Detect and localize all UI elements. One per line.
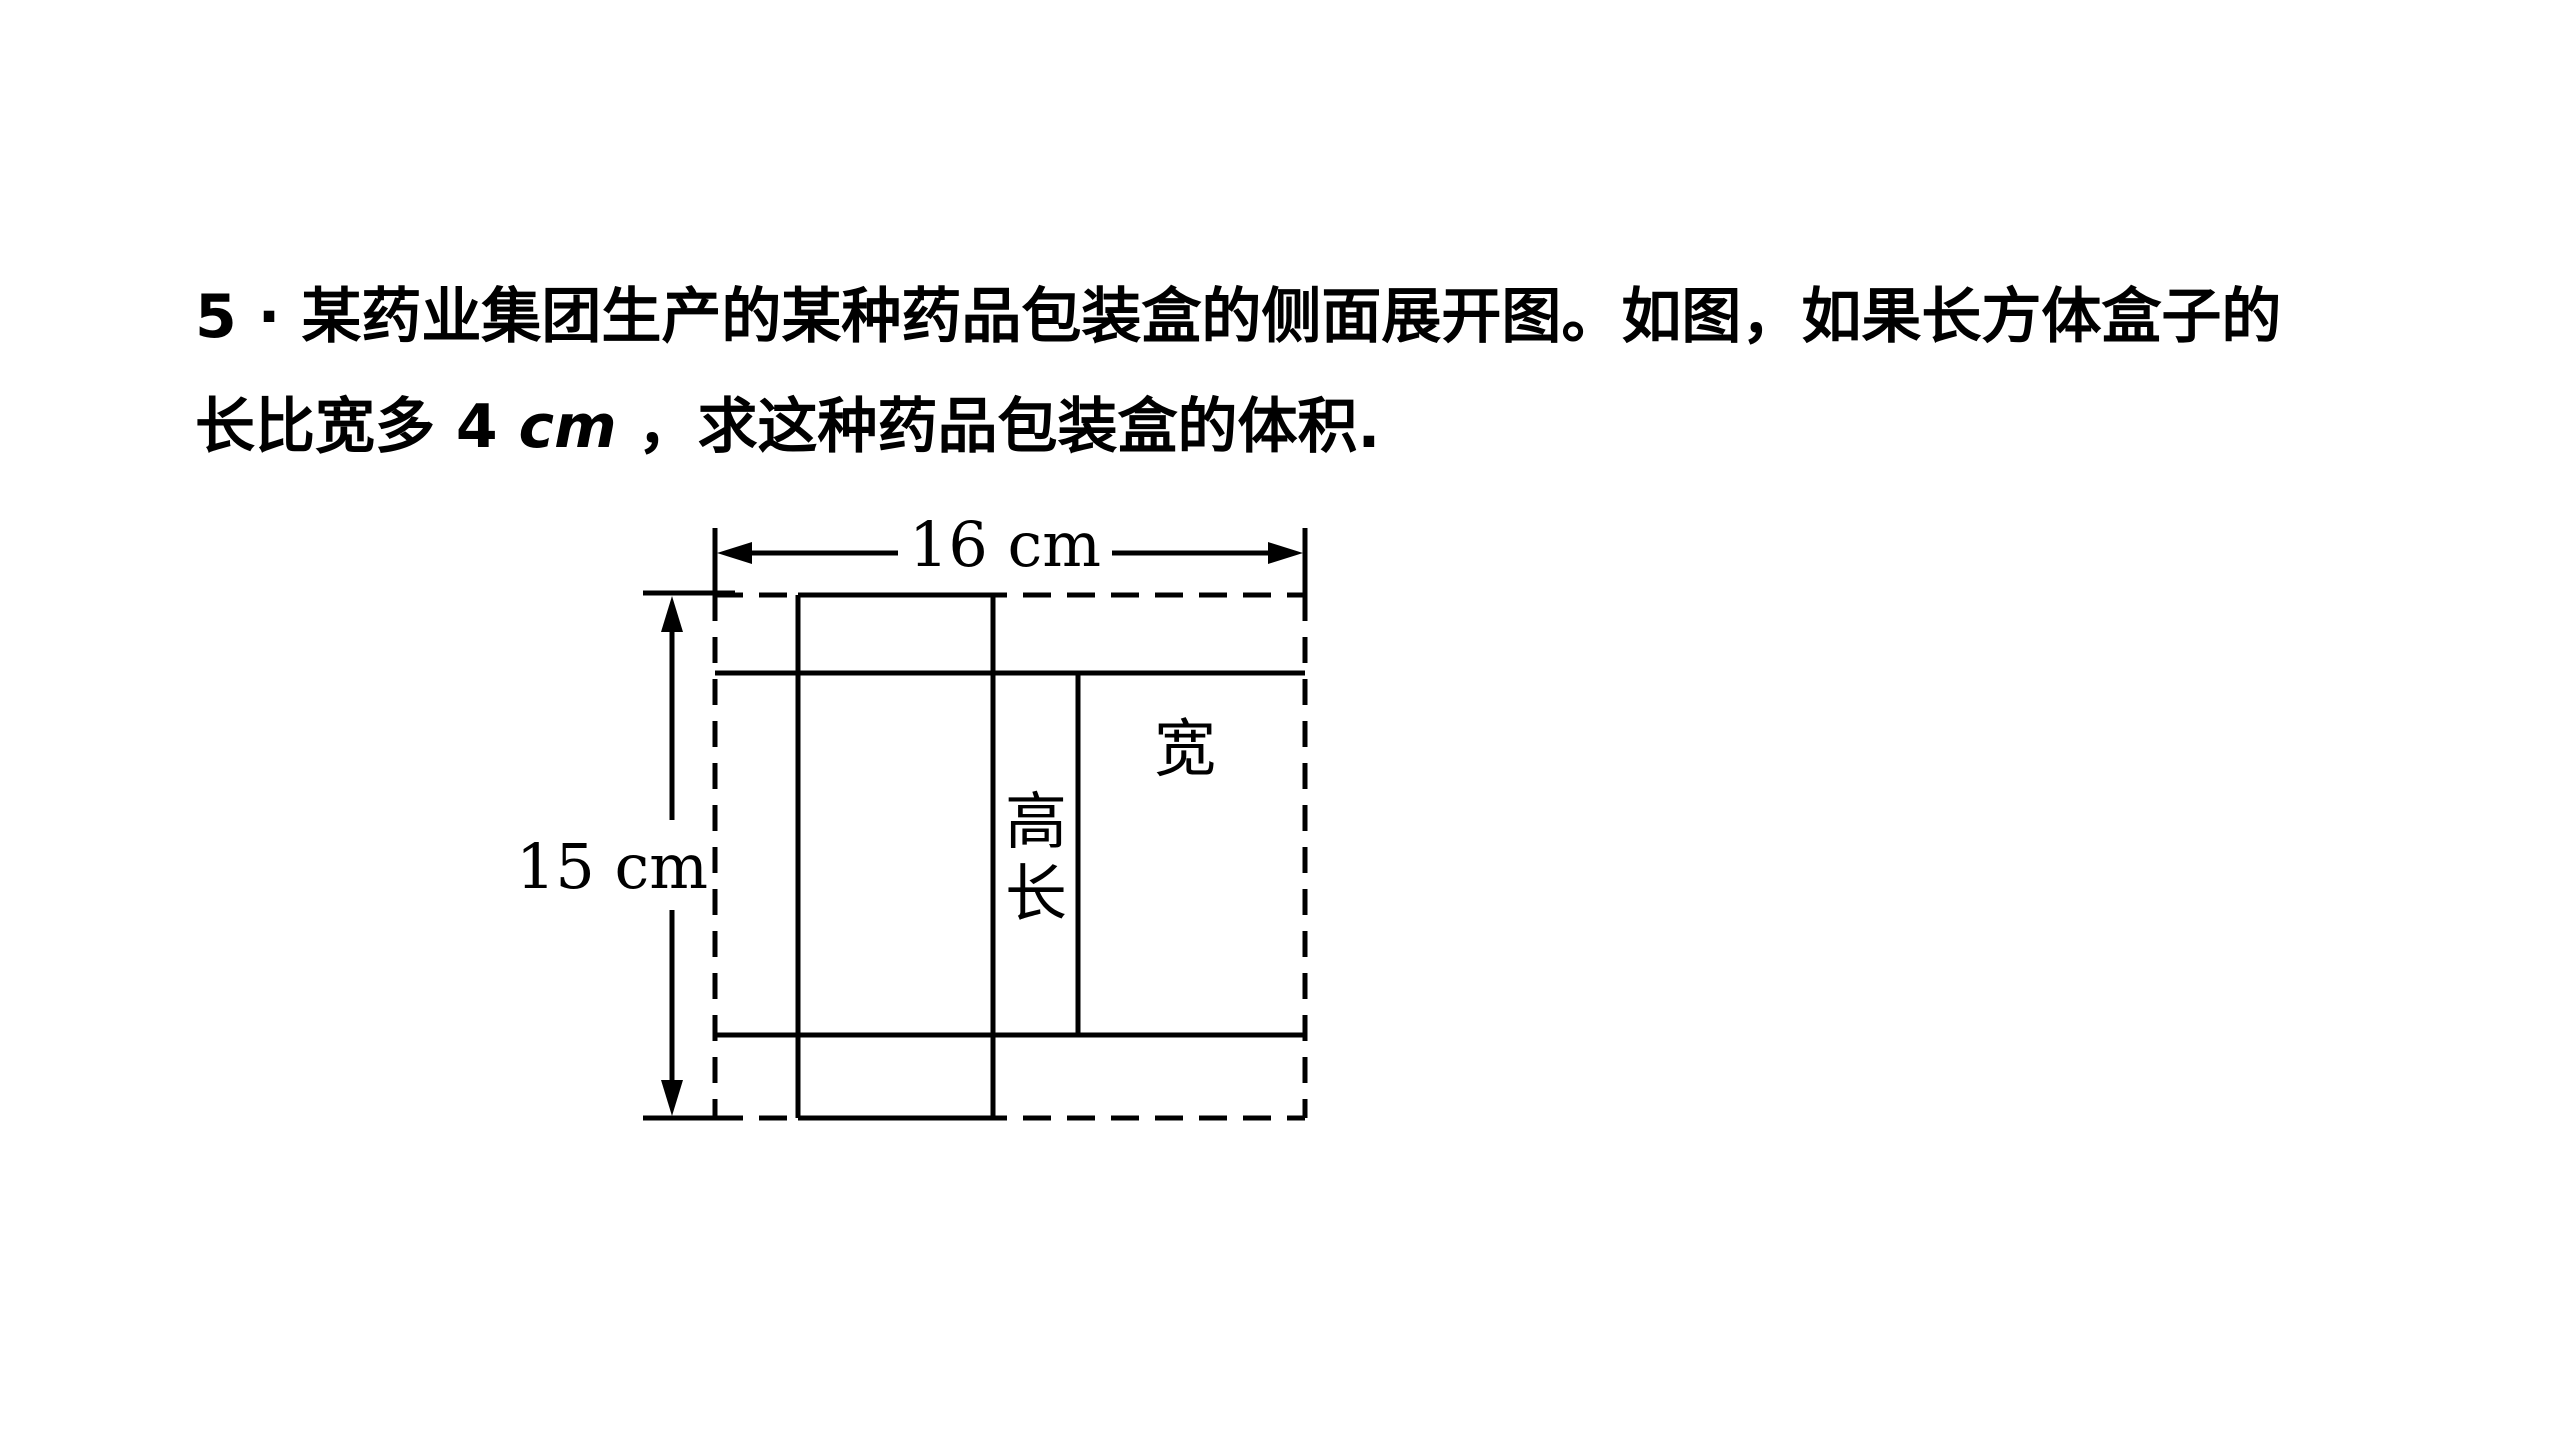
width-dimension-label: 16 cm	[909, 508, 1101, 581]
arrowhead-up	[661, 596, 683, 632]
box-width-label: 宽	[1154, 712, 1216, 785]
arrowhead-right	[1268, 542, 1303, 564]
problem-statement: 5 · 某药业集团生产的某种药品包装盒的侧面展开图。如图，如果长方体盒子的 长比…	[195, 262, 2435, 482]
problem-line-2: 长比宽多 4 cm ，求这种药品包装盒的体积.	[195, 372, 2435, 482]
problem-separator: ·	[236, 282, 302, 352]
problem-text-line-1: 某药业集团生产的某种药品包装盒的侧面展开图。如图，如果长方体盒子的	[301, 282, 2282, 352]
box-length-label: 长	[1005, 857, 1067, 930]
length-difference-value: 4	[455, 392, 498, 462]
problem-number: 5	[195, 282, 237, 352]
box-height-label: 高	[1005, 785, 1067, 858]
arrowhead-down	[661, 1080, 683, 1116]
length-difference-unit: cm	[518, 392, 617, 462]
arrowhead-left	[717, 542, 752, 564]
problem-text-line-2-suffix: ，求这种药品包装盒的体积.	[616, 392, 1381, 462]
problem-text-line-2-prefix: 长比宽多	[195, 392, 456, 462]
problem-line-1: 5 · 某药业集团生产的某种药品包装盒的侧面展开图。如图，如果长方体盒子的	[195, 262, 2435, 372]
height-dimension-label: 15 cm	[516, 830, 708, 903]
